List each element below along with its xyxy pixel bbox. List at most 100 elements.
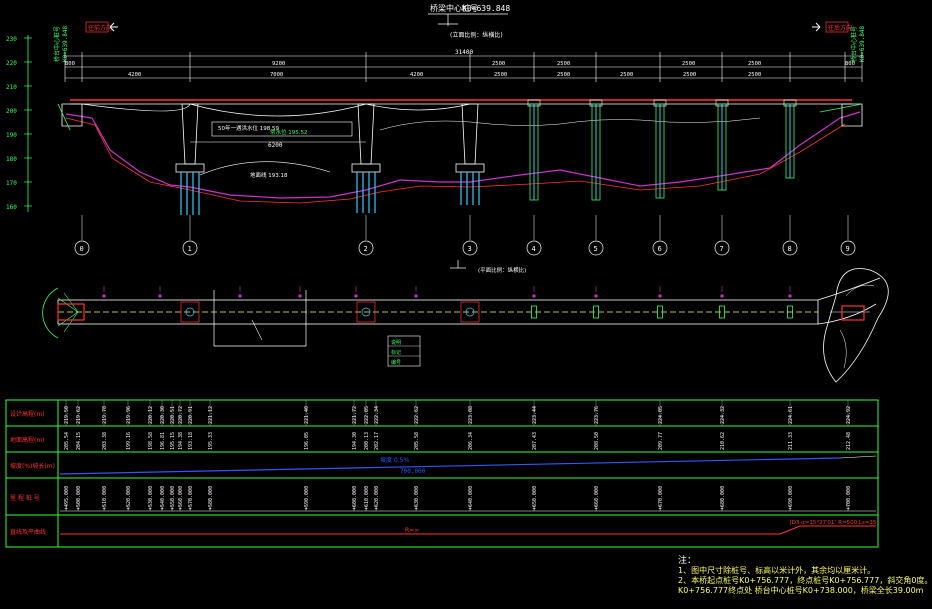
design-elevation: 221.72 — [352, 406, 358, 424]
ground-elevation: 205.54 — [64, 432, 70, 450]
design-elevation: 224.92 — [846, 406, 852, 424]
sub-dimension: 2500 — [683, 72, 696, 78]
curve-right-label: JD3 α=15°27′01″ R=500 Ls=35 — [789, 520, 877, 526]
ground-elevation: 199.16 — [126, 432, 132, 450]
ground-elevation: 195.15 — [170, 432, 176, 450]
right-end-title: 桥台中心桩号 — [850, 26, 858, 62]
design-elevation: 224.05 — [658, 406, 664, 424]
table-row-header: 地面高程(m) — [10, 436, 45, 444]
right-abutment — [841, 103, 863, 127]
ground-elevation: 203.38 — [102, 432, 108, 450]
station-label: +660.000 — [594, 486, 600, 510]
curve-straight-label: R=∞ — [405, 527, 419, 534]
pier-7 — [715, 99, 729, 191]
pier-axis-number: 4 — [532, 245, 536, 253]
ground-elevation: 200.13 — [364, 432, 370, 450]
pier-axis-number: 1 — [188, 245, 192, 253]
ground-profile-line — [65, 111, 861, 199]
pier-axis-number: 0 — [80, 245, 84, 253]
right-end-label: 桥台中心桩号 K0+639.848 往后方向 — [812, 21, 866, 62]
water-level-label: 50年一遇洪水位 198.59 — [218, 124, 279, 132]
elevation-tick: 170 — [6, 180, 17, 187]
ground-elevation: 208.50 — [594, 432, 600, 450]
sub-dimension: 2500 — [748, 72, 761, 78]
station-label: +640.000 — [468, 486, 474, 510]
dimension-lines — [64, 52, 863, 82]
pier-axis-number: 7 — [720, 245, 724, 253]
span-dimension: 2500 — [492, 61, 505, 67]
pier-4 — [527, 99, 541, 201]
design-elevation: 223.44 — [532, 406, 538, 424]
station-label: +530.000 — [148, 486, 154, 510]
plan-view: (平面比例：纵横比) 说明 标记 编号 — [42, 260, 889, 383]
left-end-title: 桥台中心桩号 — [53, 26, 61, 62]
design-elevation: 219.62 — [76, 406, 82, 424]
right-abutment-fan — [823, 268, 889, 383]
grade-line — [59, 457, 841, 475]
elevation-tick: 190 — [6, 132, 17, 139]
station-label: +495.000 — [64, 486, 70, 510]
design-elevation: 221.40 — [304, 406, 310, 424]
span-dimension: 2500 — [748, 61, 761, 67]
pier-1 — [175, 103, 205, 215]
pier-axis-number: 5 — [594, 245, 598, 253]
table-row-header: 设计高程(m) — [10, 410, 45, 418]
ground-elevation: 212.48 — [846, 432, 852, 450]
pier-8 — [783, 99, 797, 179]
girder-soffit — [81, 103, 471, 117]
sub-dimension: 7000 — [270, 72, 283, 78]
span-dimension: 800 — [845, 61, 855, 67]
station-label: +610.000 — [364, 486, 370, 510]
ground-elevation: 210.62 — [720, 432, 726, 450]
bridge-drawing: 桥梁中心桩号 K0+639.848 (立面比例：纵横比) 桥台中心桩号 K0+6… — [5, 3, 889, 548]
station-label: +700.000 — [846, 486, 852, 510]
span-dimension: 800 — [65, 61, 75, 67]
design-elevation: 224.32 — [720, 406, 726, 424]
ground-elevation: 194.30 — [352, 432, 358, 450]
station-label: +680.000 — [720, 486, 726, 510]
design-elevation: 219.50 — [64, 406, 70, 424]
grade-value: 坡度 0.5% — [380, 456, 409, 464]
left-abutment — [61, 103, 83, 127]
ground-elevation: 209.77 — [658, 432, 664, 450]
station-label: +540.000 — [160, 486, 166, 510]
table-row-header: 直线及平曲线 — [10, 528, 46, 536]
span-dimension: 2500 — [557, 61, 570, 67]
section-detail — [213, 290, 307, 347]
design-elevation: 219.96 — [126, 406, 132, 424]
notes-heading: 注： — [678, 556, 697, 566]
pier-axis-number: 3 — [468, 245, 472, 253]
station-label: +580.000 — [208, 486, 214, 510]
pier-3 — [455, 103, 485, 205]
elevation-tick: 210 — [6, 84, 17, 91]
ground-elevation: 211.33 — [788, 432, 794, 450]
notes-block: 注： 1、图中尺寸除桩号、标高以米计外，其余均以厘米计。 2、本桥起点桩号K0+… — [678, 556, 932, 596]
design-elevation: 222.05 — [364, 406, 370, 424]
station-label: +550.000 — [170, 486, 176, 510]
ground-elevation: 198.58 — [148, 432, 154, 450]
station-label: +520.000 — [126, 486, 132, 510]
overall-dimension: 31400 — [455, 49, 473, 56]
arrow-left-icon — [109, 22, 118, 32]
ground-elevation: 206.34 — [468, 432, 474, 450]
right-direction-label: 往后方向 — [828, 24, 852, 32]
design-elevation: 220.91 — [188, 406, 194, 424]
design-elevation: 222.34 — [374, 406, 380, 424]
station-label: +510.000 — [102, 486, 108, 510]
station-label: +670.000 — [658, 486, 664, 510]
elevation-tick: 160 — [6, 204, 17, 211]
ground-elevation: 195.33 — [208, 432, 214, 450]
grade-length: 700.000 — [400, 468, 426, 475]
ground-elevation: 196.05 — [304, 432, 310, 450]
elevation-view: 50年一遇洪水位 198.59 常水位 195.52 地面线 193.18 62… — [57, 99, 863, 215]
station-label: +650.000 — [532, 486, 538, 510]
ground-elevation: 207.43 — [532, 432, 538, 450]
elevation-tick: 200 — [6, 108, 17, 115]
left-end-label: 桥台中心桩号 K0+639.848 往前方向 — [53, 21, 118, 62]
sub-dimension: 4200 — [128, 72, 141, 78]
pier-axis-number: 9 — [846, 245, 850, 253]
left-end-station: K0+639.848 — [62, 25, 69, 62]
ground-elevation: 202.17 — [374, 432, 380, 450]
elevation-scale: (立面比例：纵横比) — [450, 31, 503, 39]
